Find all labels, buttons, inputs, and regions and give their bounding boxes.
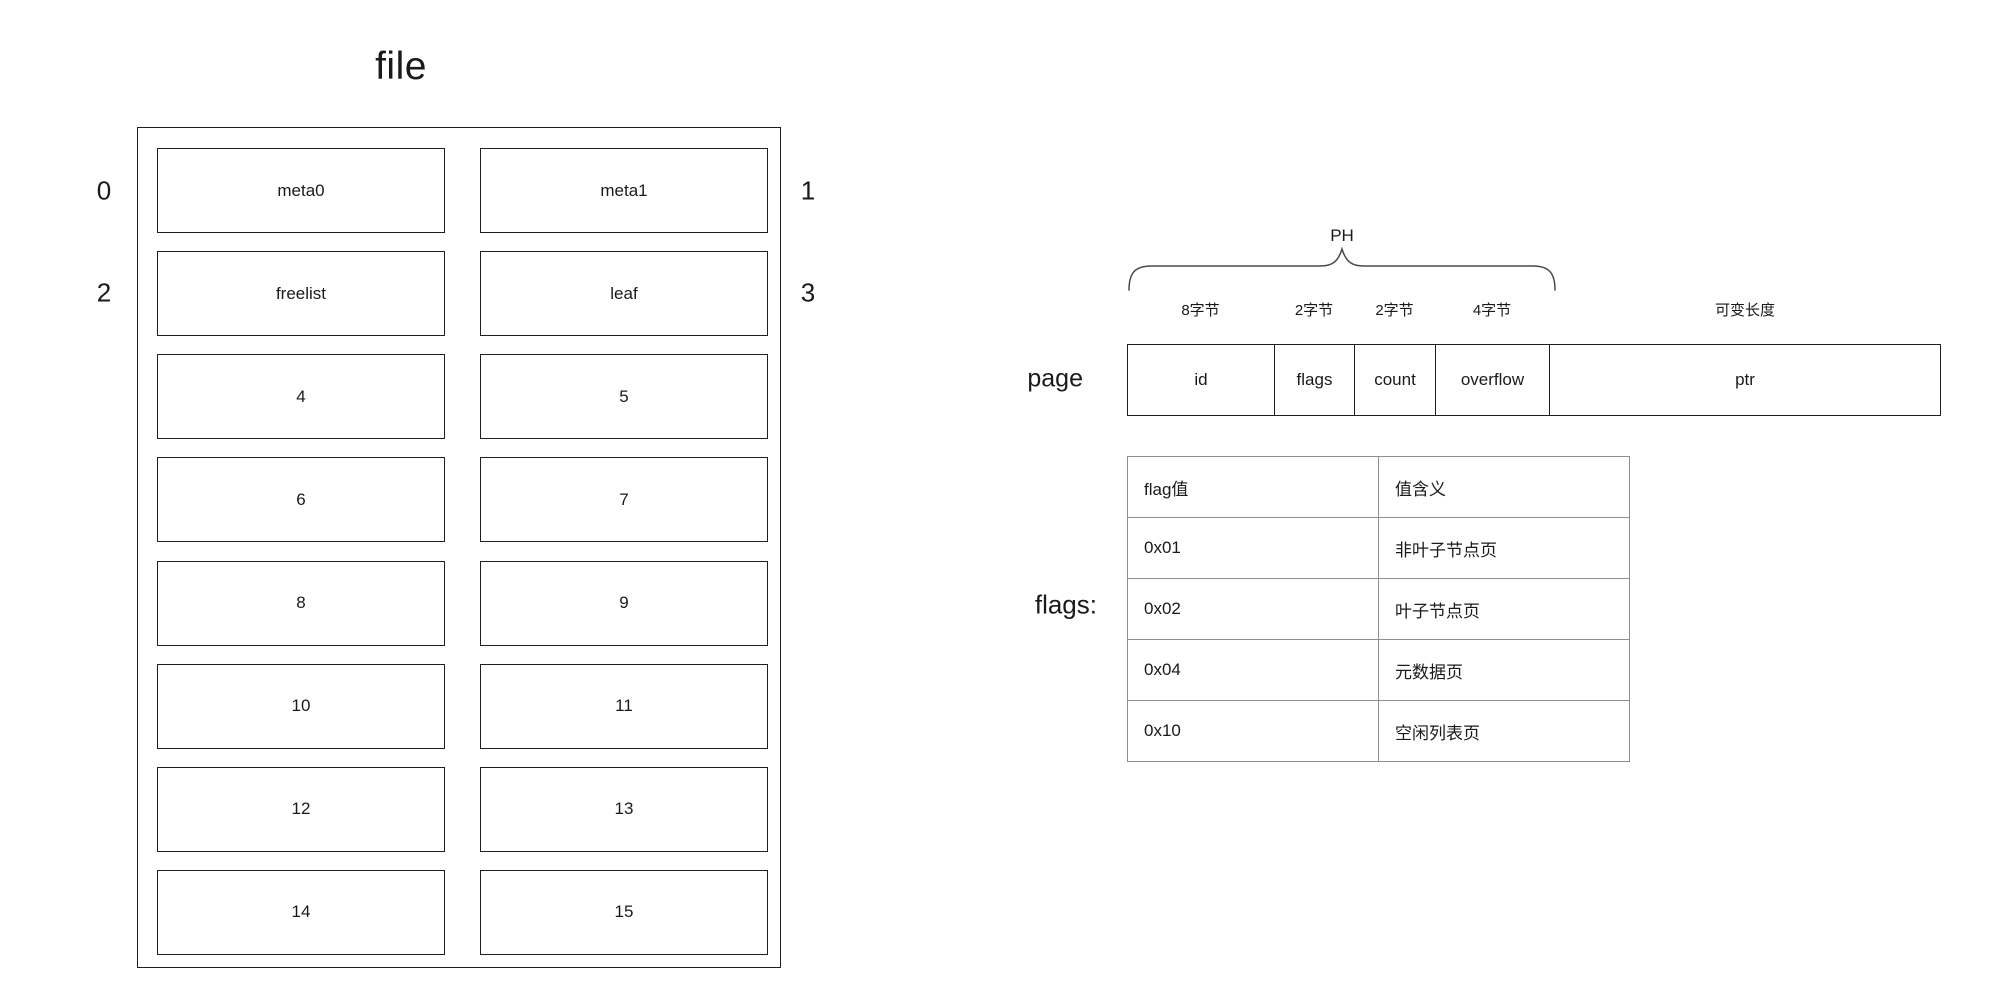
page-box-15: 15 bbox=[480, 869, 768, 955]
flags-table-row-0x04: 0x04 元数据页 bbox=[1128, 639, 1629, 700]
curly-brace bbox=[1128, 246, 1556, 291]
file-row-7: 14 15 bbox=[157, 869, 768, 955]
page-box-10: 10 bbox=[157, 663, 445, 749]
flags-table-row-0x10-cell-1: 空闲列表页 bbox=[1395, 723, 1480, 743]
file-diagram-title: file bbox=[375, 45, 427, 88]
file-row-5: 10 11 bbox=[157, 663, 768, 749]
page-box-meta1: meta1 bbox=[480, 148, 768, 233]
page-field-flags: flags bbox=[1274, 345, 1354, 415]
page-box-meta0: meta0 bbox=[157, 148, 445, 233]
page-box-leaf: leaf bbox=[480, 251, 768, 337]
page-box-6: 6 bbox=[157, 457, 445, 543]
page-box-12: 12 bbox=[157, 766, 445, 852]
flags-table-header-cell-1: 值含义 bbox=[1395, 479, 1446, 499]
flags-table-row-0x02-cell-1: 叶子节点页 bbox=[1395, 601, 1480, 621]
page-field-id: id bbox=[1194, 370, 1208, 389]
flags-table-row-0x01-cell-0: 0x01 bbox=[1128, 518, 1379, 578]
flags-table-row-0x04-cell-0: 0x04 bbox=[1128, 640, 1379, 700]
page-box-11: 11 bbox=[480, 663, 768, 749]
page-field-count: count bbox=[1354, 345, 1435, 415]
flags-table-row-0x01: 0x01 非叶子节点页 bbox=[1128, 517, 1629, 578]
page-box-9: 9 bbox=[480, 560, 768, 646]
field-size-label-id: 8字节 bbox=[1181, 302, 1220, 319]
flags-table-header-cell-0: flag值 bbox=[1128, 457, 1379, 517]
ph-brace-label: PH bbox=[1330, 226, 1354, 245]
file-row-1: freelist leaf bbox=[157, 251, 768, 337]
page-row-label: page bbox=[1027, 364, 1083, 393]
page-field-ptr: ptr bbox=[1549, 345, 1940, 415]
file-row-0: meta0 meta1 bbox=[157, 148, 768, 233]
flags-table-row-0x10-cell-0: 0x10 bbox=[1128, 701, 1379, 761]
page-box-4: 4 bbox=[157, 354, 445, 440]
page-box-freelist: freelist bbox=[157, 251, 445, 337]
page-number-label-3: 3 bbox=[800, 277, 816, 308]
flags-table-row-0x02: 0x02 叶子节点页 bbox=[1128, 578, 1629, 639]
field-size-label-flags: 2字节 bbox=[1294, 302, 1334, 319]
page-field-overflow: overflow bbox=[1435, 345, 1549, 415]
field-size-label-count: 2字节 bbox=[1375, 302, 1414, 319]
flags-table-row-0x10: 0x10 空闲列表页 bbox=[1128, 700, 1629, 761]
flags-table-row-0x01-cell-1: 非叶子节点页 bbox=[1395, 540, 1497, 560]
flags-table-row-0x02-cell-0: 0x02 bbox=[1128, 579, 1379, 639]
page-box-8: 8 bbox=[157, 560, 445, 646]
page-box-13: 13 bbox=[480, 766, 768, 852]
flags-table-header: flag值值含义 bbox=[1128, 457, 1629, 517]
page-number-label-1: 1 bbox=[800, 175, 816, 206]
page-box-14: 14 bbox=[157, 869, 445, 955]
field-size-label-overflow: 4字节 bbox=[1472, 302, 1512, 319]
page-box-5: 5 bbox=[480, 354, 768, 440]
field-size-label-ptr: 可变长度 bbox=[1714, 302, 1775, 319]
page-box-7: 7 bbox=[480, 457, 768, 543]
file-row-6: 12 13 bbox=[157, 766, 768, 852]
flags-table-row-0x04-cell-1: 元数据页 bbox=[1395, 662, 1463, 682]
page-number-label-2: 2 bbox=[96, 277, 112, 308]
flags-table-label: flags: bbox=[1034, 589, 1097, 620]
page-number-label-0: 0 bbox=[96, 175, 112, 206]
